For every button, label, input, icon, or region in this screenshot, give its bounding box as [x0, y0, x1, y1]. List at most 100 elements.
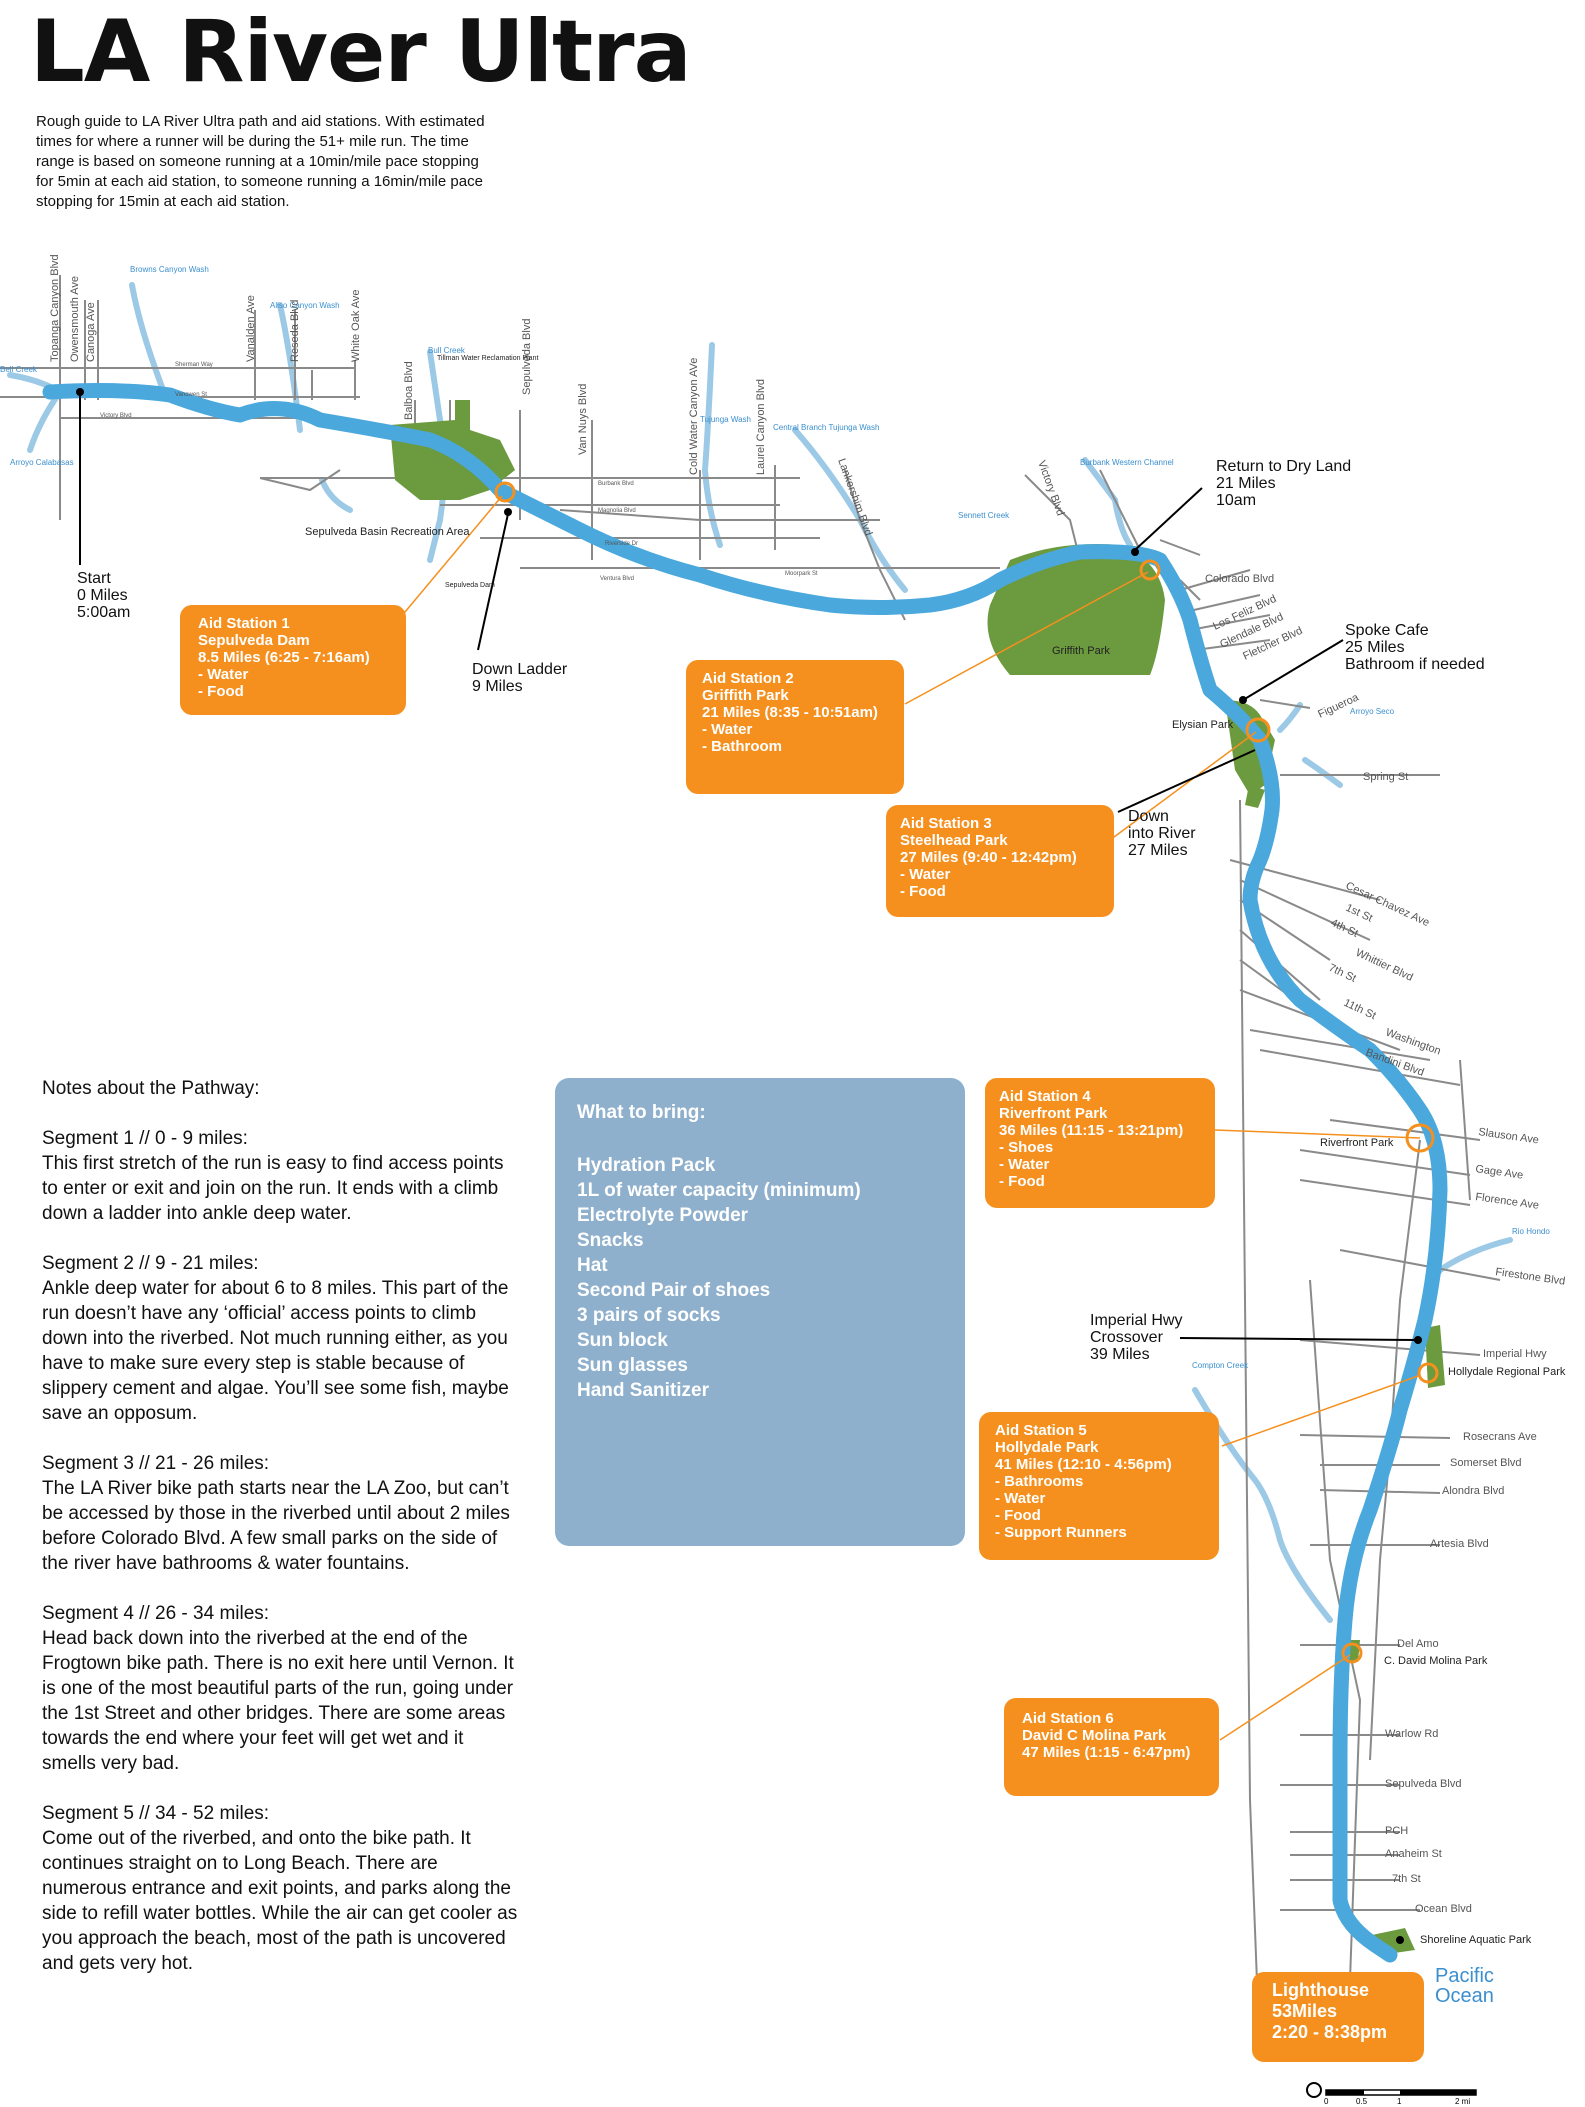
aid-station-6: Aid Station 6 David C Molina Park 47 Mil… [1004, 1698, 1219, 1796]
segment-note: Segment 2 // 9 - 21 miles: Ankle deep wa… [42, 1251, 522, 1426]
street-label: Anaheim St [1385, 1848, 1442, 1860]
segment-note: Segment 5 // 34 - 52 miles: Come out of … [42, 1801, 522, 1976]
street-label: Cold Water Canyon AVe [688, 358, 700, 475]
street-label: Victory Blvd [100, 413, 132, 419]
aid-station-2: Aid Station 2 Griffith Park 21 Miles (8:… [686, 660, 904, 794]
list-item: Second Pair of shoes [577, 1280, 771, 1301]
waterway-label: Browns Canyon Wash [130, 265, 209, 274]
park-label: Griffith Park [1052, 645, 1110, 657]
park-label: Elysian Park [1172, 719, 1234, 731]
north-arrow-icon [1306, 2082, 1322, 2098]
street-label: Sepulveda Blvd [1385, 1778, 1461, 1790]
segment-text: Head back down into the riverbed at the … [42, 1628, 514, 1774]
aid-station-3: Aid Station 3 Steelhead Park 27 Miles (9… [886, 805, 1114, 917]
street-label: Artesia Blvd [1430, 1538, 1489, 1550]
pathway-notes: Notes about the Pathway: Segment 1 // 0 … [42, 1076, 522, 2001]
segment-title: Segment 2 // 9 - 21 miles: [42, 1253, 259, 1274]
feature-label: Tillman Water Reclamation Plant [437, 355, 538, 362]
spoke-dot [1239, 696, 1247, 704]
ladder-label: Down Ladder 9 Miles [472, 661, 568, 695]
park-label: Hollydale Regional Park [1448, 1366, 1566, 1378]
ladder-dot [504, 508, 512, 516]
street-label: Riverside Dr [605, 541, 638, 547]
notes-heading: Notes about the Pathway: [42, 1078, 260, 1099]
waterway-label: Sennett Creek [958, 511, 1010, 520]
waterway-label: Rio Hondo [1512, 1227, 1550, 1236]
waterway-label: Burbank Western Channel [1080, 458, 1174, 467]
ocean-label-1: Pacific [1435, 1965, 1494, 1987]
list-item: Electrolyte Powder [577, 1205, 749, 1226]
segment-title: Segment 1 // 0 - 9 miles: [42, 1128, 248, 1149]
aid-station-1: Aid Station 1 Sepulveda Dam 8.5 Miles (6… [180, 605, 406, 715]
street-label: 1st St [1344, 902, 1375, 925]
street-label: Balboa Blvd [403, 361, 415, 420]
small-park-shape [1245, 785, 1265, 808]
list-item: Snacks [577, 1230, 644, 1251]
waterway-label: Bull Creek [428, 346, 466, 355]
waterway-labels: Bell Creek Arroyo Calabasas Browns Canyo… [0, 265, 1550, 1370]
street-label: Burbank Blvd [598, 481, 634, 487]
street-label: Gage Ave [1475, 1163, 1524, 1182]
waterway-label: Arroyo Calabasas [10, 458, 74, 467]
park-label: Riverfront Park [1320, 1137, 1394, 1149]
street-label: Owensmouth Ave [69, 276, 81, 362]
scale-label: 2 mi [1455, 2097, 1470, 2106]
street-label: PCH [1385, 1825, 1408, 1837]
street-label: Colorado Blvd [1205, 573, 1274, 585]
street-label: Rosecrans Ave [1463, 1431, 1537, 1443]
segment-text: This first stretch of the run is easy to… [42, 1153, 504, 1224]
waterway-label: Compton Creek [1192, 1361, 1249, 1370]
street-label: Vanalden Ave [245, 295, 257, 362]
street-label: Sepulveda Blvd [521, 319, 533, 395]
waterway-label: Aliso Canyon Wash [270, 301, 340, 310]
aid-station-1-marker [494, 481, 516, 503]
street-label: Firestone Blvd [1495, 1266, 1566, 1288]
park-label: C. David Molina Park [1384, 1655, 1488, 1667]
list-item: Sun block [577, 1330, 668, 1351]
aid-station-4-marker [1405, 1123, 1435, 1153]
park-labels: Sepulveda Basin Recreation Area Griffith… [305, 355, 1566, 1946]
page-title: LA River Ultra [30, 2, 692, 102]
park-label: Sepulveda Basin Recreation Area [305, 526, 470, 538]
street-label: White Oak Ave [350, 289, 362, 362]
ocean-label-2: Ocean [1435, 1985, 1494, 2007]
dry-land-dot [1131, 548, 1139, 556]
list-item: Hand Sanitizer [577, 1380, 709, 1401]
waterway-label: Arroyo Seco [1350, 707, 1395, 716]
dry-land-label: Return to Dry Land 21 Miles 10am [1216, 458, 1352, 509]
hollydale-park-shape [1425, 1325, 1445, 1388]
segment-note: Segment 3 // 21 - 26 miles: The LA River… [42, 1451, 522, 1576]
street-label: Cesar Chavez Ave [1344, 880, 1431, 929]
street-label: Slauson Ave [1478, 1126, 1540, 1146]
start-label: Start 0 Miles 5:00am [77, 570, 131, 621]
what-to-bring-title: What to bring: [577, 1102, 706, 1123]
street-label: Warlow Rd [1385, 1728, 1438, 1740]
street-label: Figueroa [1316, 691, 1361, 721]
segment-text: The LA River bike path starts near the L… [42, 1478, 510, 1574]
street-label: Moorpark St [785, 571, 818, 577]
aid-callouts [399, 495, 1421, 1741]
waterway-label: Bell Creek [0, 365, 38, 374]
list-item: 1L of water capacity (minimum) [577, 1180, 861, 1201]
lighthouse-box: Lighthouse 53Miles 2:20 - 8:38pm [1252, 1972, 1424, 2062]
lighthouse-dot [1396, 1936, 1404, 1944]
list-item: Hydration Pack [577, 1155, 716, 1176]
street-label: Del Amo [1397, 1638, 1439, 1650]
aid-station-5-marker [1417, 1362, 1439, 1384]
la-river-path [42, 383, 1448, 1963]
segment-title: Segment 4 // 26 - 34 miles: [42, 1603, 270, 1624]
waterway-label: Tujunga Wash [700, 415, 751, 424]
segment-title: Segment 5 // 34 - 52 miles: [42, 1803, 270, 1824]
aid-station-3-marker [1245, 717, 1271, 743]
park-label: Shoreline Aquatic Park [1420, 1934, 1532, 1946]
street-label: Vanowen St [175, 392, 207, 398]
list-item: Sun glasses [577, 1355, 688, 1376]
street-label: Lankershim Blvd [835, 457, 874, 538]
street-label: Spring St [1363, 771, 1408, 783]
what-to-bring-list: Hydration Pack 1L of water capacity (min… [577, 1153, 861, 1403]
griffith-park-shape [987, 544, 1165, 675]
start-dot [76, 388, 84, 396]
street-label: Ocean Blvd [1415, 1903, 1472, 1915]
street-label: 7th St [1392, 1873, 1421, 1885]
